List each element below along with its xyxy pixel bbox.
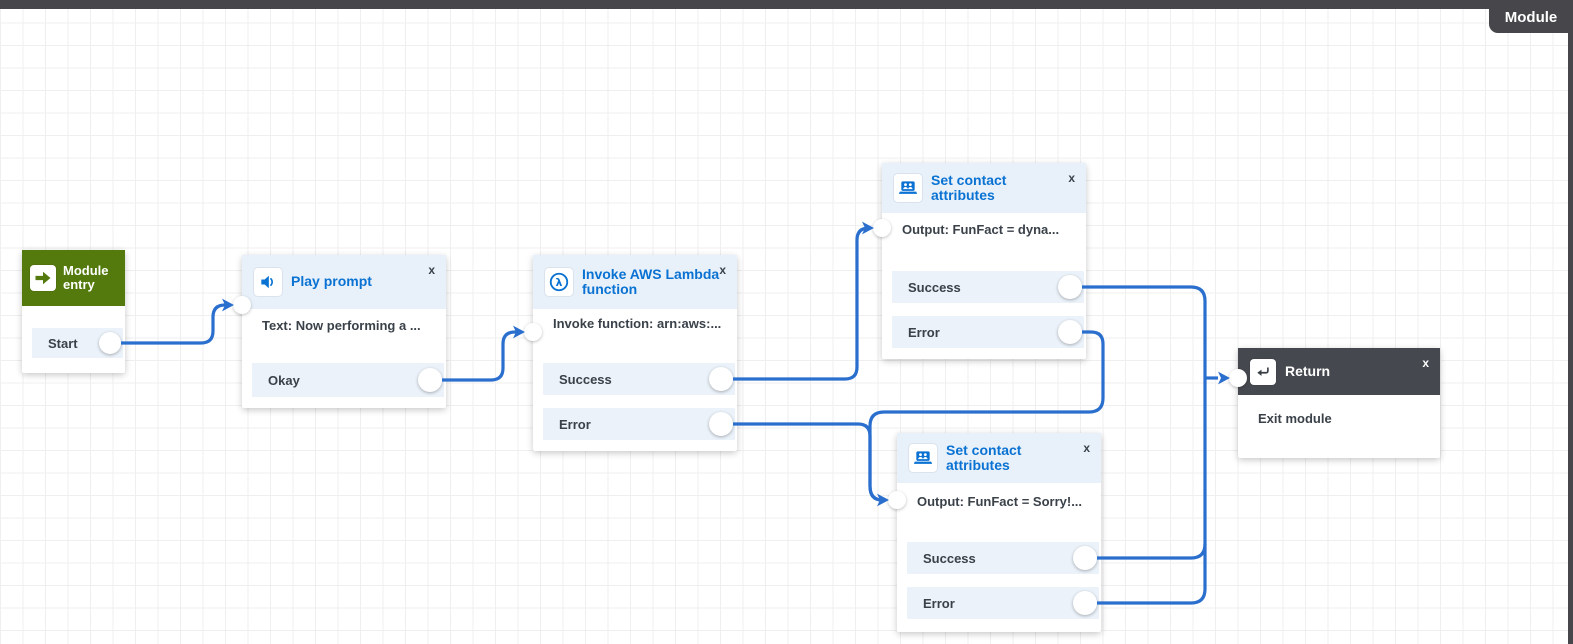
contact-attributes-icon <box>894 174 922 202</box>
module-tab[interactable]: Module <box>1489 0 1573 33</box>
node-module-entry[interactable]: Module entry Start <box>22 250 125 373</box>
output-row-okay[interactable]: Okay <box>252 363 444 397</box>
node-title: Module entry <box>63 262 109 292</box>
output-port-success[interactable] <box>1058 275 1082 299</box>
output-label: Error <box>908 324 940 340</box>
node-summary: Output: FunFact = dyna... <box>902 222 1060 237</box>
close-icon[interactable]: x <box>428 263 435 277</box>
node-play-prompt[interactable]: Play prompt x Text: Now performing a ...… <box>233 255 446 408</box>
output-label: Start <box>48 335 78 351</box>
output-row-success[interactable]: Success <box>543 363 735 395</box>
node-summary: Invoke function: arn:aws:... <box>553 316 722 331</box>
module-entry-arrow-icon <box>30 265 56 291</box>
node-summary: Exit module <box>1258 411 1332 426</box>
output-port-error[interactable] <box>709 412 733 436</box>
canvas-top-border <box>0 0 1573 9</box>
node-title: Invoke AWS Lambda function <box>582 265 720 297</box>
output-row-success[interactable]: Success <box>892 271 1084 303</box>
module-entry-header[interactable]: Module entry <box>22 250 125 306</box>
output-row-error[interactable]: Error <box>892 316 1084 348</box>
node-return[interactable]: Return x Exit module <box>1229 348 1440 458</box>
output-label: Success <box>908 279 961 295</box>
input-port[interactable] <box>524 323 542 341</box>
node-title: Play prompt <box>291 273 372 290</box>
output-row-success[interactable]: Success <box>907 542 1099 574</box>
svg-text:λ: λ <box>556 276 563 289</box>
return-arrow-icon <box>1250 358 1276 385</box>
node-title: Set contact attributes <box>946 441 1022 473</box>
input-port[interactable] <box>1229 369 1247 387</box>
output-port-success[interactable] <box>1073 546 1097 570</box>
connector-lambda-success-to-sca-top <box>733 226 870 381</box>
output-label: Error <box>559 416 591 432</box>
node-invoke-lambda[interactable]: λ Invoke AWS Lambda function x Invoke fu… <box>524 255 737 451</box>
node-set-contact-attributes-top[interactable]: Set contact attributes x Output: FunFact… <box>873 163 1086 359</box>
lambda-icon: λ <box>545 268 573 296</box>
output-port-error[interactable] <box>1058 320 1082 344</box>
output-port-error[interactable] <box>1073 591 1097 615</box>
output-port-success[interactable] <box>709 367 733 391</box>
node-summary: Output: FunFact = Sorry!... <box>917 494 1083 509</box>
connector-start-to-play-prompt <box>121 303 227 345</box>
node-set-contact-attributes-bottom[interactable]: Set contact attributes x Output: FunFact… <box>888 433 1101 632</box>
output-port-okay[interactable] <box>418 368 442 392</box>
output-label: Success <box>559 371 612 387</box>
node-title: Set contact attributes <box>931 171 1007 203</box>
connector-lambda-error-to-sca-bottom <box>733 422 883 502</box>
input-port[interactable] <box>888 491 906 509</box>
play-prompt-header[interactable]: Play prompt <box>242 255 446 309</box>
input-port[interactable] <box>873 219 891 237</box>
close-icon[interactable]: x <box>1422 356 1429 370</box>
connector-sca-bottom-success-join <box>1097 543 1207 560</box>
input-port[interactable] <box>233 296 251 314</box>
node-summary: Text: Now performing a ... <box>262 318 421 333</box>
close-icon[interactable]: x <box>719 263 726 277</box>
module-tab-label: Module <box>1504 9 1558 26</box>
close-icon[interactable]: x <box>1068 171 1075 185</box>
output-label: Success <box>923 550 976 566</box>
close-icon[interactable]: x <box>1083 441 1090 455</box>
output-row-error[interactable]: Error <box>543 408 735 440</box>
set-contact-attributes-header[interactable]: Set contact attributes <box>882 163 1086 213</box>
set-contact-attributes-header[interactable]: Set contact attributes <box>897 433 1101 483</box>
return-header[interactable]: Return <box>1238 348 1440 395</box>
output-row-start[interactable]: Start <box>32 328 123 358</box>
contact-attributes-icon <box>909 444 937 472</box>
output-port-start[interactable] <box>99 332 121 354</box>
output-label: Okay <box>268 372 300 388</box>
output-row-error[interactable]: Error <box>907 587 1099 619</box>
output-label: Error <box>923 595 955 611</box>
invoke-lambda-header[interactable]: λ Invoke AWS Lambda function <box>533 255 737 309</box>
speaker-icon <box>254 268 282 296</box>
node-title: Return <box>1285 362 1331 379</box>
canvas-right-border <box>1568 0 1573 644</box>
connector-okay-to-lambda <box>442 330 518 382</box>
